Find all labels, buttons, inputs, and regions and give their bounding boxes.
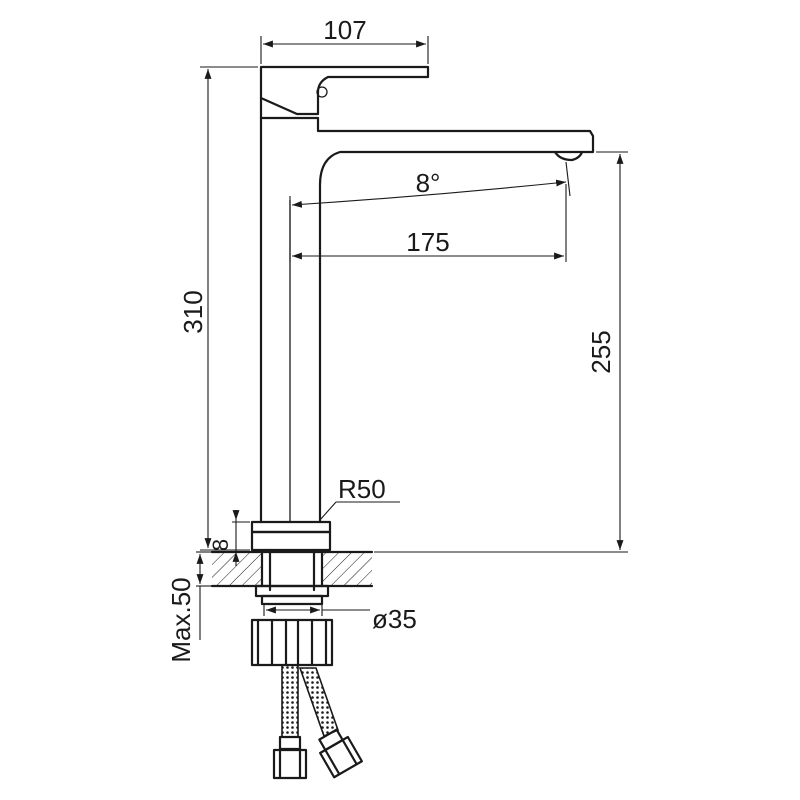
dim-label-255: 255 [586,330,616,373]
base-collar [250,520,332,534]
faucet-body [250,65,595,552]
dim-shank-diameter: ø35 [263,604,417,634]
hose-right [298,667,340,738]
washer [254,584,330,598]
dim-label-max50: Max.50 [166,577,196,662]
dim-label-d35: ø35 [372,604,417,634]
dim-label-angle: 8° [416,168,441,198]
fixing-nut [250,618,334,667]
dim-total-height: 310 [178,66,258,551]
hose-left [281,664,299,738]
dim-base-radius: R50 [319,474,400,521]
spout-outlet [553,150,584,162]
dim-label-175: 175 [406,227,449,257]
dim-label-r50: R50 [338,474,386,504]
handle-pivot [316,86,328,98]
dim-spout-angle: 8° [291,161,571,208]
dim-handle-width: 107 [260,15,429,64]
dim-label-107: 107 [323,15,366,45]
gasket [260,594,324,606]
dim-spout-height: 255 [374,151,628,553]
hose-fitting-left [278,735,302,751]
supply-hoses [272,664,363,780]
dim-max-deck: Max.50 [166,551,212,663]
dim-spout-reach: 175 [289,184,567,262]
dim-base-thickness: 8 [208,510,250,566]
dim-label-310: 310 [178,290,208,333]
handle-lever [259,65,430,116]
mounting-assembly [250,548,334,667]
base-ring [250,530,332,552]
dim-label-8: 8 [208,539,233,551]
